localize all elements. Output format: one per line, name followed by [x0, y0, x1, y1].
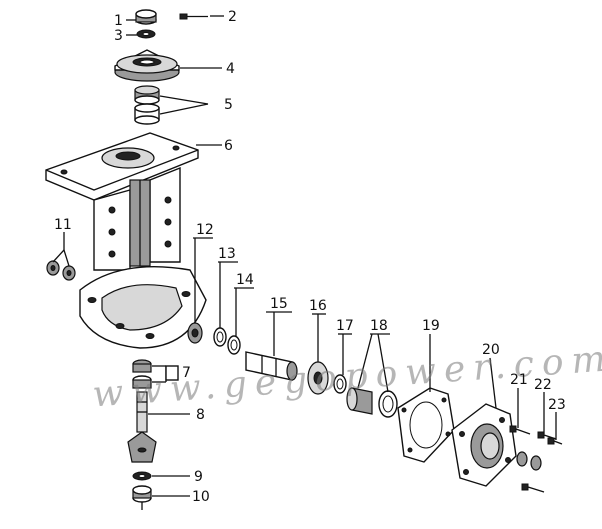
callout-1: 1 — [114, 13, 123, 29]
part-pinion-shaft-8 — [127, 391, 157, 463]
callout-20: 20 — [482, 342, 500, 358]
callout-8: 8 — [196, 407, 205, 423]
part-ring-13 — [213, 327, 227, 347]
part-bearings-7 — [132, 359, 152, 389]
part-washer-9 — [132, 471, 152, 481]
callout-7: 7 — [182, 365, 191, 381]
callout-4: 4 — [226, 61, 235, 77]
callout-19: 19 — [422, 318, 440, 334]
part-nut-pair — [46, 260, 76, 281]
part-nut-10 — [132, 485, 152, 510]
callout-12: 12 — [196, 222, 214, 238]
part-bolt-21 — [509, 425, 545, 493]
part-bearing-12 — [187, 322, 203, 344]
part-housing — [45, 132, 207, 349]
part-bevel-gear — [114, 49, 180, 82]
callout-15: 15 — [270, 296, 288, 312]
callout-labels: 1 2 3 4 5 6 7 8 9 10 11 12 13 14 15 16 1… — [54, 9, 566, 505]
callout-14: 14 — [236, 272, 254, 288]
callout-22: 22 — [534, 377, 552, 393]
part-bearing-18 — [346, 387, 398, 418]
callout-17: 17 — [336, 318, 354, 334]
part-pinion-shaft-15 — [245, 351, 298, 381]
part-bolt-23 — [547, 437, 563, 445]
part-bearing-upper — [134, 85, 160, 105]
part-bolt — [179, 13, 208, 20]
callout-6: 6 — [224, 138, 233, 154]
callout-2: 2 — [228, 9, 237, 25]
callout-13: 13 — [218, 246, 236, 262]
callout-18: 18 — [370, 318, 388, 334]
callout-10: 10 — [192, 489, 210, 505]
callout-9: 9 — [194, 469, 203, 485]
part-nut — [135, 9, 157, 25]
part-bearing-lower — [134, 103, 160, 125]
callout-5: 5 — [224, 97, 233, 113]
part-washer — [136, 29, 156, 39]
part-ring-14 — [227, 335, 241, 355]
part-gasket-19 — [397, 387, 455, 463]
part-cover-20 — [451, 403, 517, 487]
callout-11: 11 — [54, 217, 72, 233]
callout-21: 21 — [510, 372, 528, 388]
leader-lines — [52, 15, 557, 497]
callout-23: 23 — [548, 397, 566, 413]
part-ring-17 — [333, 374, 347, 394]
callout-3: 3 — [114, 28, 123, 44]
callout-16: 16 — [309, 298, 327, 314]
